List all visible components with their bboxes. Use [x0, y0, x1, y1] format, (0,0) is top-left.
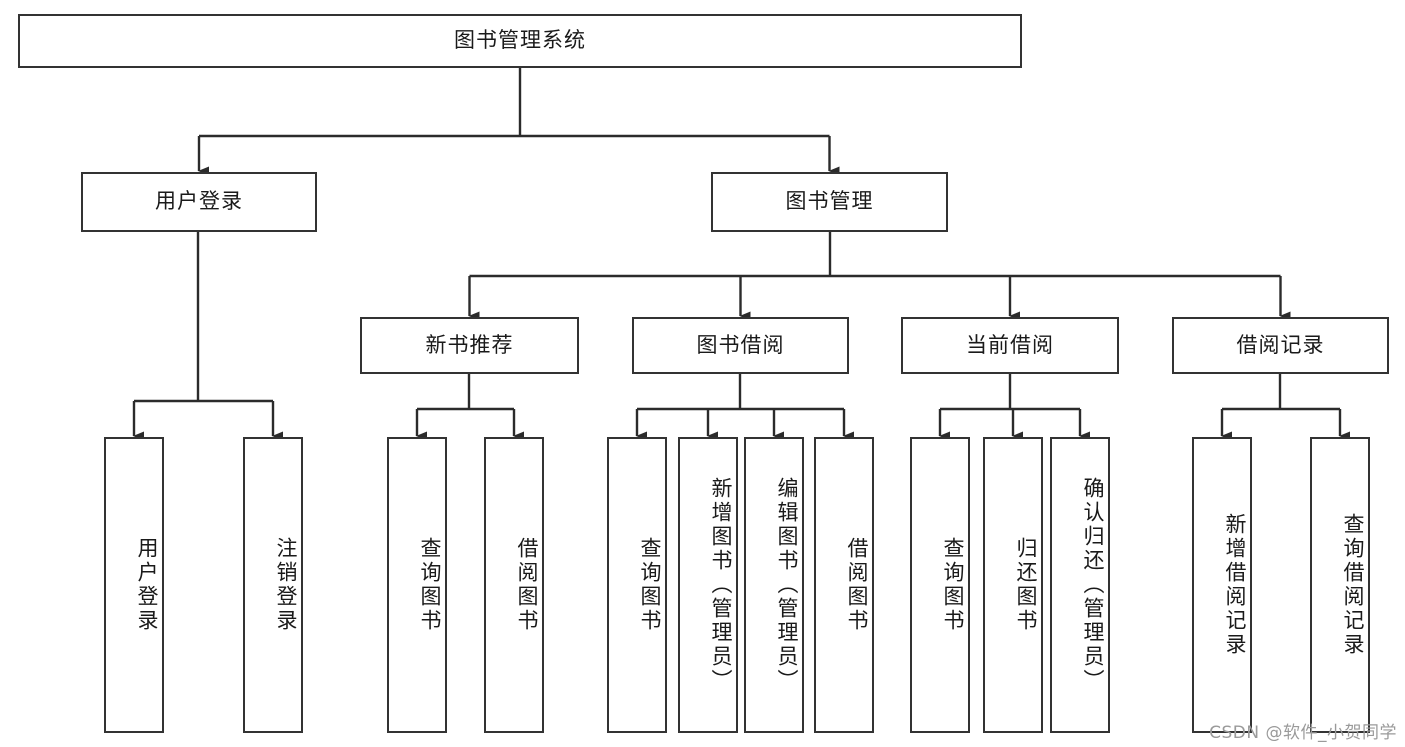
node-label: 图书管理: [785, 189, 874, 214]
node-leaf-confirm-return[interactable]: 确认归还（管理员）: [1050, 437, 1110, 733]
node-leaf-user-login[interactable]: 用户登录: [104, 437, 164, 733]
node-current-borrow[interactable]: 当前借阅: [901, 317, 1119, 374]
watermark-credit: CSDN @软件_小贺同学: [1209, 723, 1397, 743]
node-leaf-edit-book[interactable]: 编辑图书（管理员）: [744, 437, 804, 733]
node-label: 查询借阅记录: [1341, 513, 1365, 657]
node-label: 确认归还（管理员）: [1081, 477, 1105, 693]
node-leaf-query-book-2[interactable]: 查询图书: [607, 437, 667, 733]
node-label: 图书借阅: [696, 332, 785, 357]
node-label: 图书管理系统: [454, 28, 586, 53]
node-label: 归还图书: [1014, 537, 1038, 633]
node-label: 查询图书: [638, 537, 662, 633]
node-label: 借阅图书: [845, 537, 869, 633]
node-leaf-query-record[interactable]: 查询借阅记录: [1310, 437, 1370, 733]
node-label: 借阅图书: [515, 537, 539, 633]
node-label: 当前借阅: [966, 332, 1054, 357]
node-user-login[interactable]: 用户登录: [81, 172, 317, 232]
node-leaf-query-book-3[interactable]: 查询图书: [910, 437, 970, 733]
node-label: 新增图书（管理员）: [709, 477, 733, 693]
node-label: 新增借阅记录: [1223, 513, 1247, 657]
node-book-management[interactable]: 图书管理: [711, 172, 948, 232]
node-new-book-recommend[interactable]: 新书推荐: [360, 317, 579, 374]
node-leaf-borrow-book-1[interactable]: 借阅图书: [484, 437, 544, 733]
node-root-system[interactable]: 图书管理系统: [18, 14, 1022, 68]
node-label: 编辑图书（管理员）: [775, 477, 799, 693]
node-label: 注销登录: [274, 537, 298, 633]
node-label: 用户登录: [135, 537, 159, 633]
node-leaf-add-book[interactable]: 新增图书（管理员）: [678, 437, 738, 733]
node-leaf-return-book[interactable]: 归还图书: [983, 437, 1043, 733]
node-book-borrow[interactable]: 图书借阅: [632, 317, 849, 374]
node-label: 借阅记录: [1236, 332, 1325, 357]
node-label: 新书推荐: [425, 332, 514, 357]
node-borrow-record[interactable]: 借阅记录: [1172, 317, 1389, 374]
node-leaf-add-record[interactable]: 新增借阅记录: [1192, 437, 1252, 733]
node-label: 用户登录: [155, 189, 243, 214]
node-label: 查询图书: [941, 537, 965, 633]
node-leaf-borrow-book-2[interactable]: 借阅图书: [814, 437, 874, 733]
node-leaf-logout[interactable]: 注销登录: [243, 437, 303, 733]
node-leaf-query-book-1[interactable]: 查询图书: [387, 437, 447, 733]
node-label: 查询图书: [418, 537, 442, 633]
